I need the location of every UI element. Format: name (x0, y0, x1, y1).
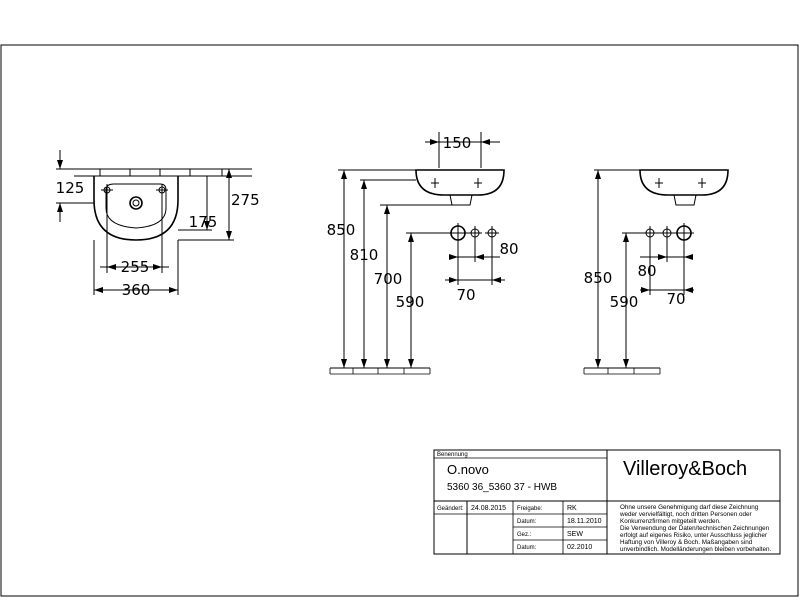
front1-dim-150: 150 (425, 132, 500, 168)
front2-tap-right-icon (698, 178, 706, 188)
gez-label: Gez.: (517, 532, 532, 538)
front2-basin (639, 169, 729, 196)
dim-360-label: 360 (122, 281, 151, 299)
front1-siphon (449, 194, 473, 206)
brand-logo-text: Villeroy&Boch (623, 458, 747, 480)
front1-dim-590-label: 590 (396, 293, 425, 311)
drain-icon (129, 196, 143, 210)
front1-dim-70-label: 70 (456, 286, 475, 304)
disclaimer-text: Ohne unsere Genehmigung darf diese Zeich… (619, 504, 771, 553)
dim-175-label: 175 (189, 213, 218, 231)
disclaimer-line: weder vervielfältigt, noch dritten Perso… (619, 511, 752, 518)
geaendert-value: 24.08.2015 (471, 505, 506, 512)
front2-dim-80: 80 (637, 240, 693, 280)
front2-siphon (673, 194, 697, 206)
front-view-1: 150 850 810 700 590 (327, 132, 519, 375)
tap-hole-left-icon (101, 184, 113, 196)
front1-vertical-dims: 850 810 700 590 (327, 169, 455, 368)
datum2-label: Datum: (517, 545, 537, 551)
gez-value: SEW (567, 531, 583, 538)
front1-dim-700-label: 700 (374, 270, 403, 288)
title-block: Benennung O.novo 5360 36_5360 37 - HWB V… (433, 449, 781, 555)
front1-dim-150-label: 150 (443, 134, 472, 152)
datum-label: Datum: (517, 519, 537, 525)
front2-dim-590-label: 590 (610, 293, 639, 311)
front1-dim-80-label: 80 (499, 240, 518, 258)
disclaimer-line: Die Verwendung der Daten/technischen Zei… (620, 525, 770, 532)
front2-vertical-dims: 850 590 (584, 169, 680, 368)
front2-tap-left-icon (655, 178, 663, 188)
dim-255: 255 (100, 196, 169, 276)
front1-dim-80: 80 (449, 240, 519, 262)
front2-dim-70: 70 (640, 240, 694, 308)
front2-dim-850-label: 850 (584, 269, 613, 287)
basin-outline (93, 176, 179, 241)
front2-floor (583, 367, 661, 375)
front2-connections (643, 223, 694, 243)
front1-floor (329, 367, 431, 375)
front2-dim-80-label: 80 (637, 262, 656, 280)
dim-125-label: 125 (56, 179, 85, 197)
benennung-label: Benennung (437, 452, 468, 458)
disclaimer-line: Ohne unsere Genehmigung darf diese Zeich… (620, 504, 759, 511)
basin-bowl (105, 183, 167, 229)
tap-hole-right-icon (156, 184, 168, 196)
front1-basin (415, 169, 505, 196)
dim-255-label: 255 (121, 258, 150, 276)
disclaimer-line: unverbindlich. Modelländerungen bleiben … (620, 546, 771, 553)
disclaimer-line: Haftung von Villeroy & Boch. Maßangaben … (620, 539, 753, 546)
top-view: 125 275 175 255 (56, 150, 260, 299)
front1-dim-850-label: 850 (327, 221, 356, 239)
front1-tap-right-icon (474, 178, 482, 188)
front2-dim-70-label: 70 (666, 290, 685, 308)
datum-value: 18.11.2010 (567, 518, 602, 525)
dim-275: 275 (178, 169, 260, 241)
freigabe-label: Freigabe: (517, 506, 543, 512)
front1-dim-70: 70 (445, 240, 505, 304)
dim-125: 125 (56, 150, 94, 222)
disclaimer-line: Konkurrenzfirmen mitgeteilt werden. (620, 518, 721, 525)
dim-175: 175 (178, 176, 217, 231)
datum2-value: 02.2010 (567, 544, 592, 551)
front1-tap-left-icon (431, 178, 439, 188)
front1-dim-810-label: 810 (350, 246, 379, 264)
front1-connections (448, 223, 499, 243)
product-name: O.novo (447, 462, 489, 477)
dim-360: 360 (93, 240, 179, 299)
dim-275-label: 275 (231, 191, 260, 209)
product-code: 5360 36_5360 37 - HWB (447, 482, 557, 493)
sheet-border (0, 44, 799, 597)
freigabe-value: RK (567, 505, 577, 512)
front-view-2: 850 590 80 (583, 169, 729, 375)
disclaimer-line: erfolgt auf eigenes Risiko, unter Aussch… (620, 532, 767, 539)
geaendert-label: Geändert: (437, 506, 464, 512)
wall-strip (74, 168, 252, 177)
